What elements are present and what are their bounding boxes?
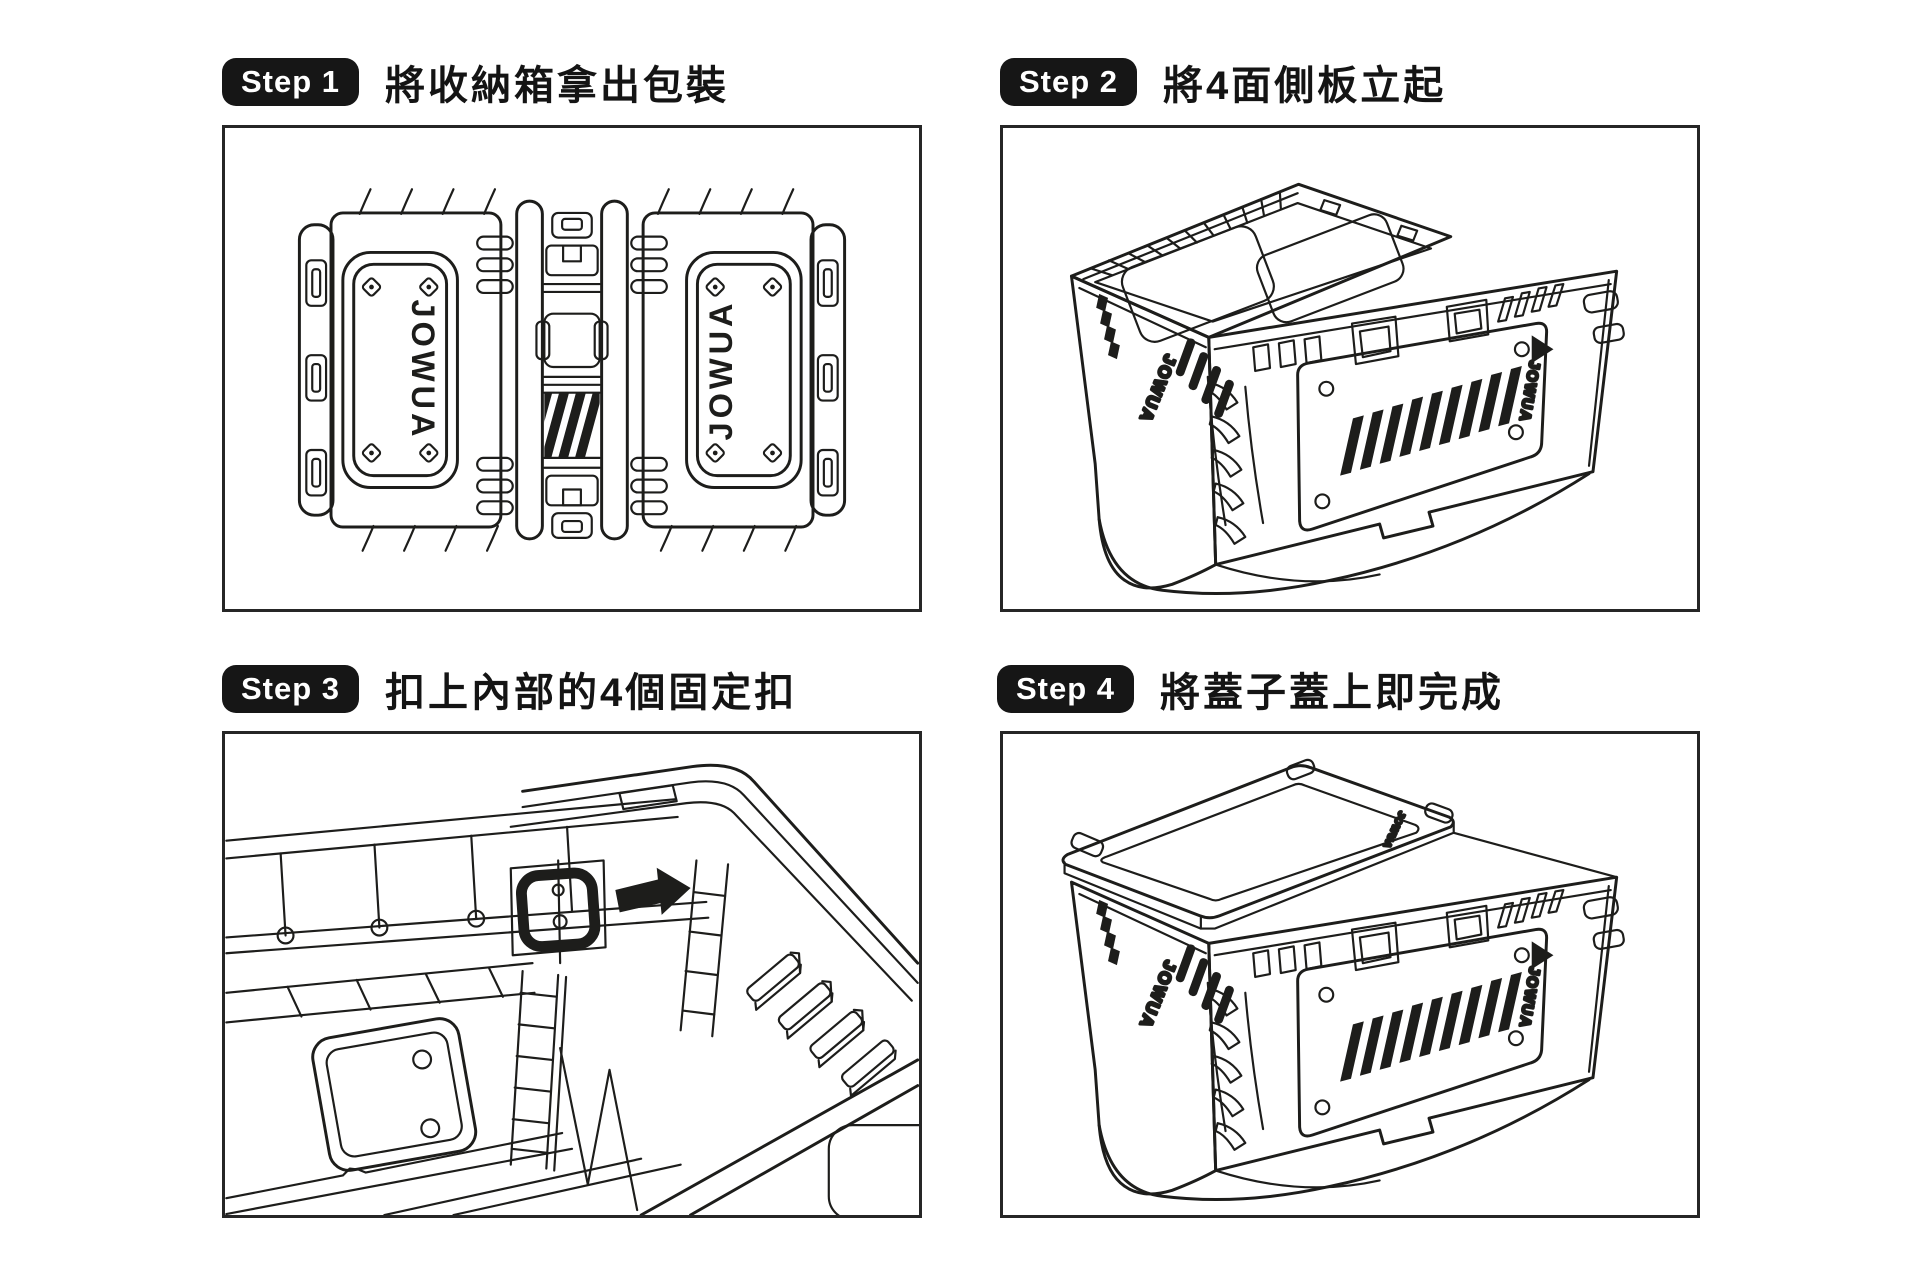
front-panel: JOWUA — [1296, 927, 1554, 1138]
bottom-shell — [1097, 472, 1591, 595]
step1-illustration: JOWUA JOWUA — [297, 188, 847, 552]
brand-plate-left: JOWUA — [341, 250, 459, 489]
front-face: JOWUA — [1207, 269, 1625, 567]
lock-clip-icon — [509, 859, 607, 965]
right-arrow-icon — [615, 867, 691, 915]
lid-corner-bumpers — [1070, 758, 1454, 858]
step2-header: Step 2 將4面側板立起 — [1000, 58, 1446, 108]
step3-header: Step 3 扣上內部的4個固定扣 — [222, 665, 797, 715]
vent-slots — [476, 235, 668, 516]
side-vent-slots — [1175, 944, 1234, 1024]
front-vents — [1252, 282, 1565, 373]
hazard-stripes — [544, 392, 600, 458]
interior-panels — [1120, 213, 1405, 343]
cap-latch-slots — [305, 259, 839, 497]
side-face: JOWUA — [1069, 880, 1265, 1196]
front-face: JOWUA — [1207, 875, 1625, 1173]
side-vent-slots — [1175, 338, 1234, 418]
step2-title: 將4面側板立起 — [1163, 64, 1447, 108]
corner-ticks — [1096, 899, 1120, 966]
corner-bumpers — [1582, 290, 1625, 344]
brand-label-side: JOWUA — [1135, 352, 1180, 426]
corner-ticks — [1096, 293, 1120, 360]
ladder-column — [509, 969, 568, 1172]
step2-illustration: JOWUA — [1069, 182, 1625, 595]
lid-top: JOWUA — [1061, 758, 1618, 930]
front-panel: JOWUA — [1296, 321, 1554, 532]
hazard-stripes — [1340, 972, 1522, 1082]
step4-illustration: JOWUA — [1061, 758, 1625, 1201]
play-triangle-icon — [1531, 335, 1554, 364]
hinge-channel — [535, 211, 609, 539]
brand-label-side: JOWUA — [1135, 958, 1180, 1032]
rim-corner — [509, 763, 919, 1002]
brand-logo: JOWUA — [702, 299, 739, 440]
step1-panel: JOWUA JOWUA — [222, 125, 922, 612]
step1-badge: Step 1 — [222, 58, 360, 106]
step2-panel: JOWUA — [1000, 125, 1700, 612]
step1-title: 將收納箱拿出包裝 — [385, 64, 730, 108]
bottom-shell — [1097, 1078, 1591, 1201]
grid-rim — [1082, 191, 1419, 281]
brand-plate-right: JOWUA — [685, 250, 803, 489]
step3-badge: Step 3 — [222, 665, 360, 713]
upper-rails — [225, 962, 536, 1024]
step4-title: 將蓋子蓋上即完成 — [1160, 671, 1505, 715]
corner-post — [679, 859, 730, 1038]
step4-panel: JOWUA — [1000, 731, 1700, 1218]
floor-diagonals — [225, 1046, 919, 1215]
corner-bumpers — [1582, 896, 1625, 950]
step3-panel — [222, 731, 922, 1218]
corner-fins — [1206, 375, 1265, 545]
step1-header: Step 1 將收納箱拿出包裝 — [222, 58, 729, 108]
hazard-stripes — [1340, 366, 1522, 476]
front-vents — [1252, 888, 1565, 979]
flex-fringe — [358, 188, 798, 552]
brand-logo: JOWUA — [405, 299, 442, 440]
step3-title: 扣上內部的4個固定扣 — [385, 671, 798, 715]
corner-fins — [1206, 981, 1265, 1151]
step4-badge: Step 4 — [997, 665, 1135, 713]
step2-badge: Step 2 — [1000, 58, 1138, 106]
play-triangle-icon — [1531, 941, 1554, 970]
side-plate — [311, 1017, 478, 1172]
folded-box-outline — [297, 188, 847, 552]
step3-illustration — [225, 763, 919, 1215]
interior-grid — [225, 798, 710, 955]
side-face: JOWUA — [1069, 274, 1265, 590]
vent-fins — [746, 951, 897, 1097]
step4-header: Step 4 將蓋子蓋上即完成 — [997, 665, 1504, 715]
